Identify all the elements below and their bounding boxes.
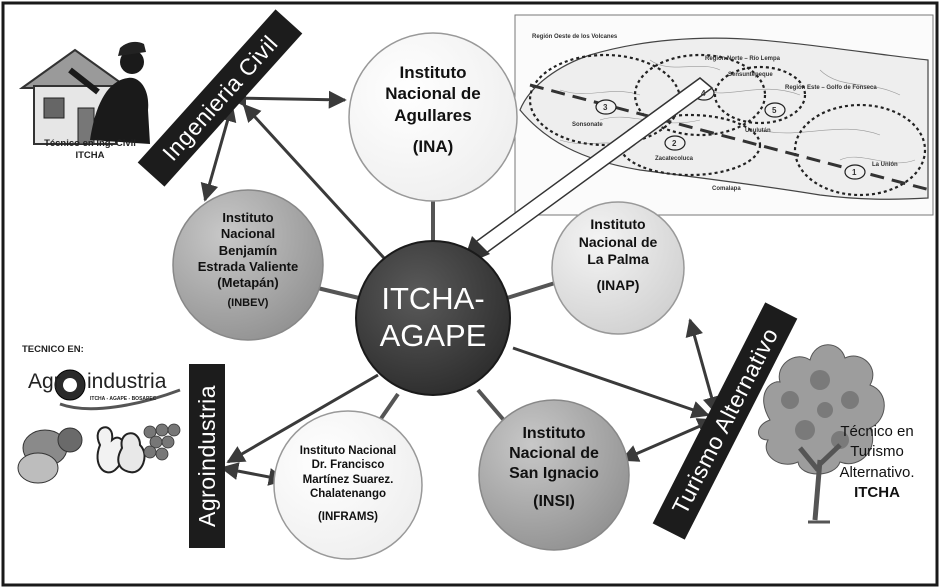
map-zone-markers [595, 85, 866, 180]
map-zone-number: 5 [772, 106, 777, 115]
arrow-center-to-agro [226, 373, 379, 464]
arrow-turismo-insi [620, 418, 716, 462]
arrow-turismo-inap [685, 318, 721, 415]
map-zone-number: 4 [701, 89, 706, 98]
house-worker-icon [18, 41, 150, 145]
map-place-label: Comalapa [712, 186, 741, 192]
map-zone-number: 2 [672, 139, 677, 148]
agro-logo-icon [54, 369, 181, 411]
circle-ina [348, 32, 518, 202]
institute-inap-label: Instituto Nacional de La Palma (INAP) [578, 216, 658, 293]
map-place-label: Zacatecoluca [655, 156, 694, 162]
institute-inframs-label: Instituto Nacional Dr. Francisco Martíne… [299, 445, 397, 523]
map-place-label: Sensuntepeque [728, 72, 773, 78]
spoke-inap [506, 281, 556, 300]
map-dashed-route [529, 83, 931, 192]
map-zone-number: 3 [603, 103, 608, 112]
agro-logo-sub: ITCHA - AGAPE - BOSAPEC [90, 396, 157, 402]
spoke-inframs [378, 392, 400, 422]
institute-insi-label: Instituto Nacional de San Ignacio (INSI) [509, 425, 599, 510]
arrow-civil-inbev [200, 103, 237, 202]
civil-caption: Técnico en Ing. Civil ITCHA [44, 138, 136, 161]
circle-center [355, 240, 511, 396]
map-region-label: Región Este – Golfo de Fonseca [785, 85, 877, 91]
agro-logo-left: Agr [28, 370, 61, 393]
produce-icon [17, 423, 181, 484]
map-region-label: Región Oeste de los Volcanes [532, 34, 618, 40]
map-region-label: Región Norte – Río Lempa [705, 56, 781, 62]
map-place-label: La Unión [872, 162, 898, 168]
institute-inbev-label: Instituto Nacional Benjamín Estrada Vali… [197, 210, 299, 310]
band-agroindustria: Agroindustria [189, 364, 225, 548]
turismo-caption: Técnico en Turismo Alternativo. ITCHA [839, 423, 915, 501]
tree-icon [758, 344, 885, 524]
agro-header: TECNICO EN: [22, 344, 84, 355]
arrows [200, 89, 721, 486]
circle-inframs [273, 410, 423, 560]
circle-inap [551, 201, 685, 335]
map-place-label: Sonsonate [572, 122, 603, 128]
arrow-center-to-turismo [512, 346, 710, 419]
institute-ina-label: Instituto Nacional de Agullares (INA) [385, 63, 481, 156]
map-place-label: Usulután [745, 128, 771, 134]
center-label: ITCHA- AGAPE [379, 281, 487, 354]
agro-logo-right: industria [87, 370, 167, 393]
map-panel [462, 14, 934, 266]
arrow-center-to-civil [242, 103, 386, 260]
circle-insi [478, 399, 630, 551]
circle-inbev [172, 189, 324, 341]
arrow-civil-ina [228, 89, 347, 109]
map-zone-number: 1 [852, 168, 857, 177]
